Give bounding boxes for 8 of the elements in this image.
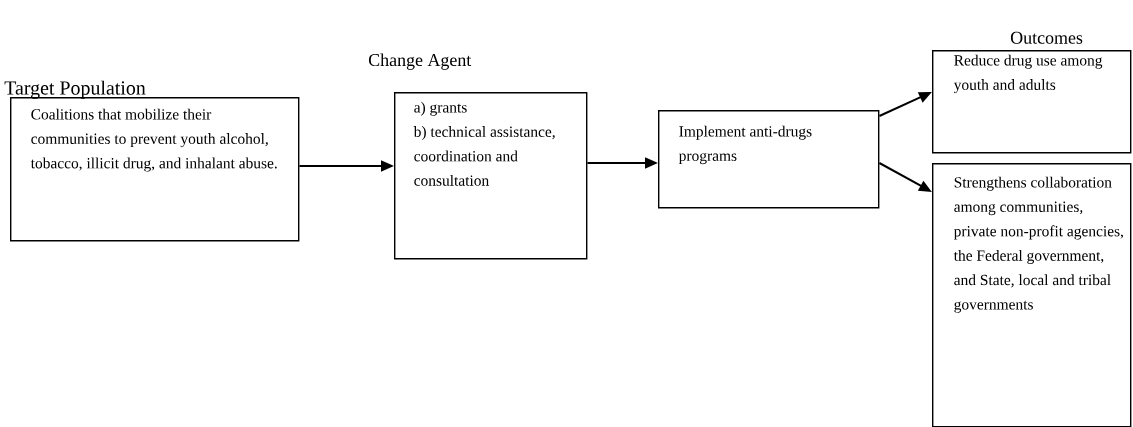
box-heading: Outcomes (1010, 31, 1083, 44)
process-box: Reduce drug use among youth and adults (932, 50, 1132, 154)
process-box: Implement anti-drugs programs (658, 110, 880, 209)
box-heading: Change Agent (368, 53, 472, 70)
process-box: Strengthens collaboration among communities, private non-profit agencies, the Federal government, and State, local and tribal governments (932, 163, 1132, 427)
box-heading: Target Population (4, 80, 146, 99)
process-box: Coalitions that mobilize their communities to prevent youth alcohol, tobacco, illicit drug, and inhalant abuse. (10, 97, 300, 242)
process-box: a) grants b) technical assistance, coordination and consultation (394, 92, 588, 260)
